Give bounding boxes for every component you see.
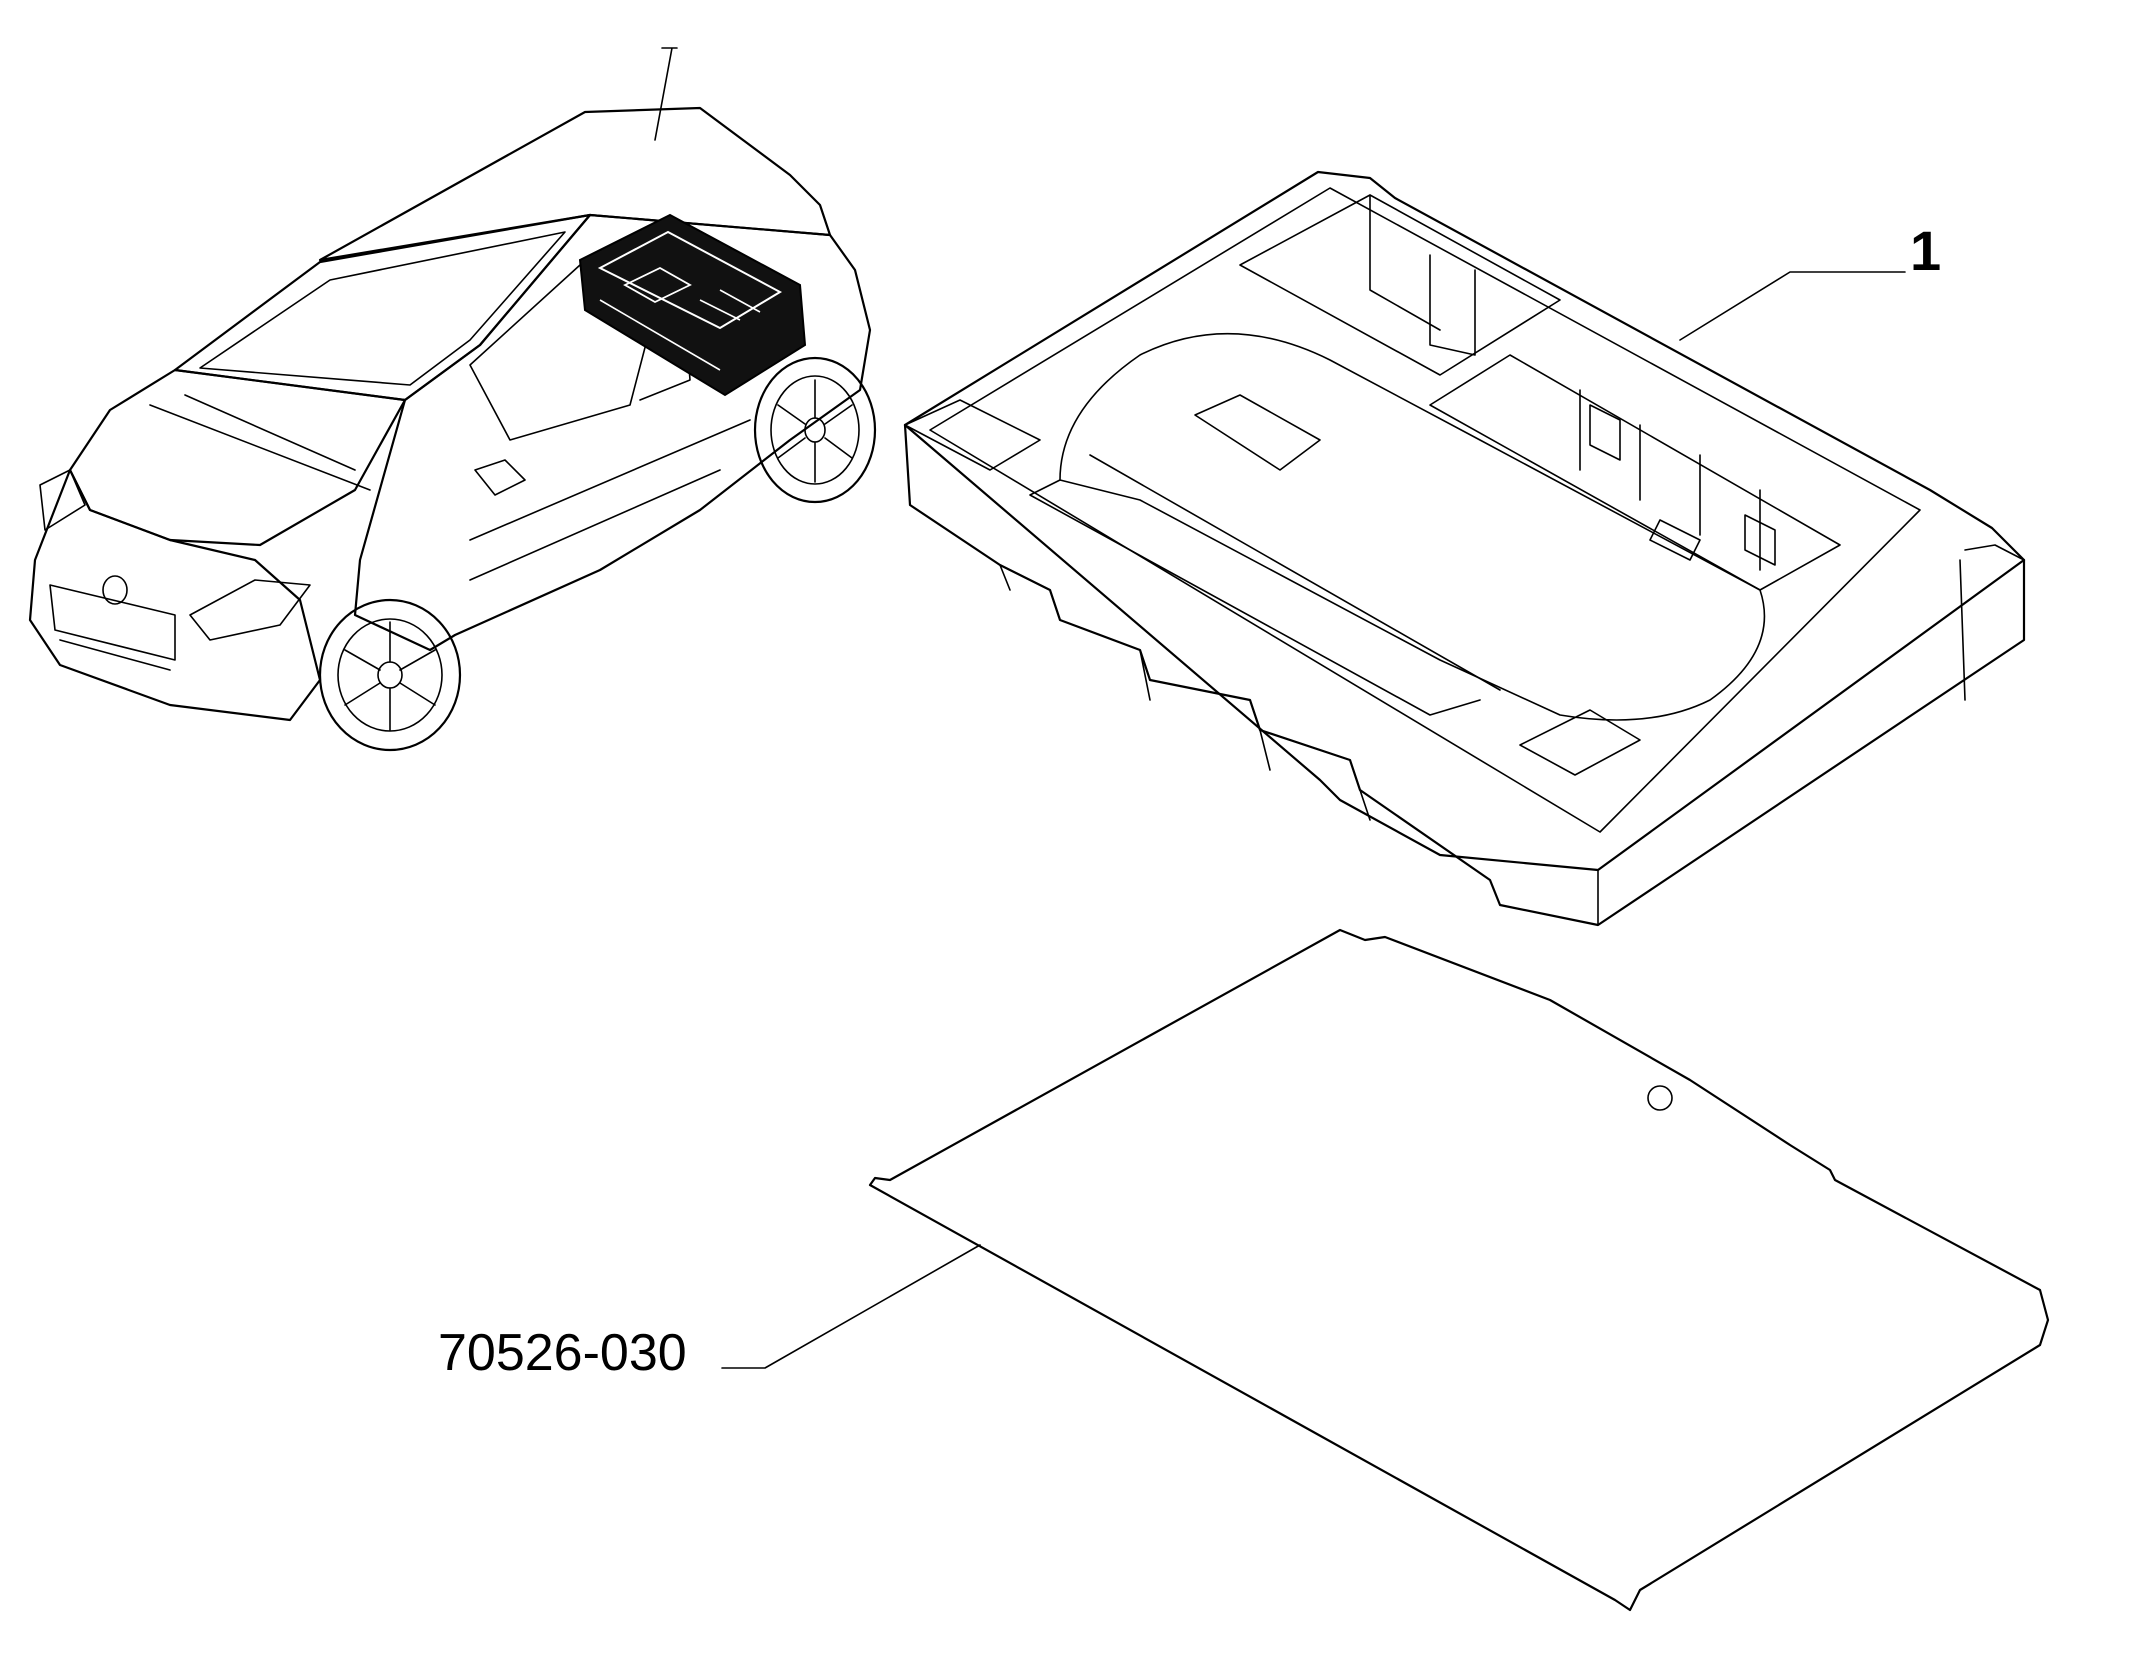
callout-label-1: 1: [1910, 219, 1941, 282]
tray-compartment-right: [1429, 354, 1841, 591]
callout-label-70526-030: 70526-030: [438, 1324, 687, 1382]
vehicle-location-illustration: [28, 47, 877, 752]
tray-outer-rim: [903, 170, 2026, 872]
leader-line-1: [1679, 271, 1906, 341]
car-windshield: [173, 213, 592, 402]
tray-location-highlight: [578, 213, 807, 397]
tray-side-wall: [903, 423, 2026, 927]
floor-mat-part-70526-030: [868, 928, 2050, 1612]
storage-tray-part-1: [903, 170, 2026, 927]
leader-line-2: [721, 1244, 981, 1369]
tray-compartment-upper: [1239, 194, 1561, 376]
callout-1: 1: [1679, 219, 1941, 341]
mat-outline: [868, 928, 2050, 1612]
car-roof: [318, 106, 832, 262]
tray-cutout: [1194, 394, 1321, 471]
antenna: [654, 47, 678, 141]
callout-70526-030: 70526-030: [438, 1244, 981, 1382]
tray-central-recess: [1059, 332, 1766, 721]
car-front-bumper: [28, 468, 322, 722]
car-hood: [68, 368, 407, 547]
front-wheel: [318, 598, 462, 752]
rear-wheel: [753, 356, 877, 504]
mat-hole: [1647, 1085, 1673, 1111]
